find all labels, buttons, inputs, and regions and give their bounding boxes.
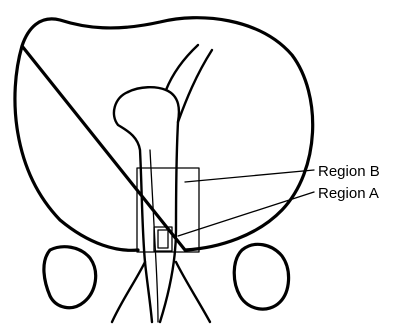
left-bone-outline — [44, 247, 96, 308]
outer-organ-outline — [15, 18, 313, 251]
right-bone-outline — [234, 244, 288, 309]
inner-tube-left-wall — [114, 92, 152, 322]
region-b-label: Region B — [318, 163, 380, 180]
region-a-label: Region A — [318, 185, 379, 202]
bottom-left-splay — [112, 262, 145, 322]
region-b-leader-line — [185, 170, 314, 182]
region-a-inner-box — [158, 230, 168, 248]
bottom-right-splay — [176, 262, 210, 322]
